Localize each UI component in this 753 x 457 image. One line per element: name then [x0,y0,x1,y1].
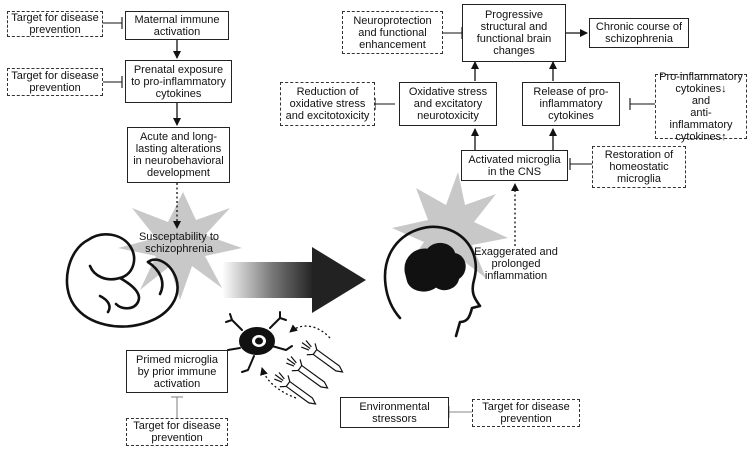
fetus-icon [65,233,179,328]
target-disease-prevention-1: Target for disease prevention [7,11,103,37]
target-restoration-microglia: Restoration of homeostatic microglia [592,146,686,188]
target-neuroprotection: Neuroprotection and functional enhanceme… [342,11,443,54]
transition-arrow-head [312,247,366,313]
node-prenatal-exposure: Prenatal exposure to pro-inflammatory cy… [125,60,232,103]
node-primed-microglia: Primed microglia by prior immune activat… [126,350,228,393]
node-acute-alterations: Acute and long- lasting alterations in n… [127,127,230,183]
node-release-cytokines: Release of pro- inflammatory cytokines [522,82,620,126]
target-disease-prevention-3: Target for disease prevention [126,418,228,446]
node-susceptibility: Susceptability to schizophrenia [138,231,220,255]
node-maternal-immune-activation: Maternal immune activation [125,11,229,40]
microglia-icon [225,311,293,373]
node-oxidative-stress: Oxidative stress and excitatory neurotox… [399,82,497,126]
starburst-icon [118,192,242,300]
transition-arrow-body [222,262,314,298]
target-reduction-oxidative-stress: Reduction of oxidative stress and excito… [280,82,375,126]
node-chronic-course: Chronic course of schizophrenia [589,18,689,48]
target-cytokine-balance: Pro-inflammatory cytokines↓ and anti-inf… [655,71,747,143]
target-disease-prevention-4: Target for disease prevention [472,399,580,427]
node-exaggerated-inflammation: Exaggerated and prolonged inflammation [474,246,558,282]
node-environmental-stressors: Environmental stressors [340,397,449,428]
target-disease-prevention-2: Target for disease prevention [7,68,103,96]
rocket-icon [274,340,344,405]
node-activated-microglia: Activated microglia in the CNS [461,150,568,181]
brain-head-icon [383,225,482,338]
node-progressive-brain-changes: Progressive structural and functional br… [462,4,566,62]
arc-rockets-microglia-upper [289,324,331,339]
